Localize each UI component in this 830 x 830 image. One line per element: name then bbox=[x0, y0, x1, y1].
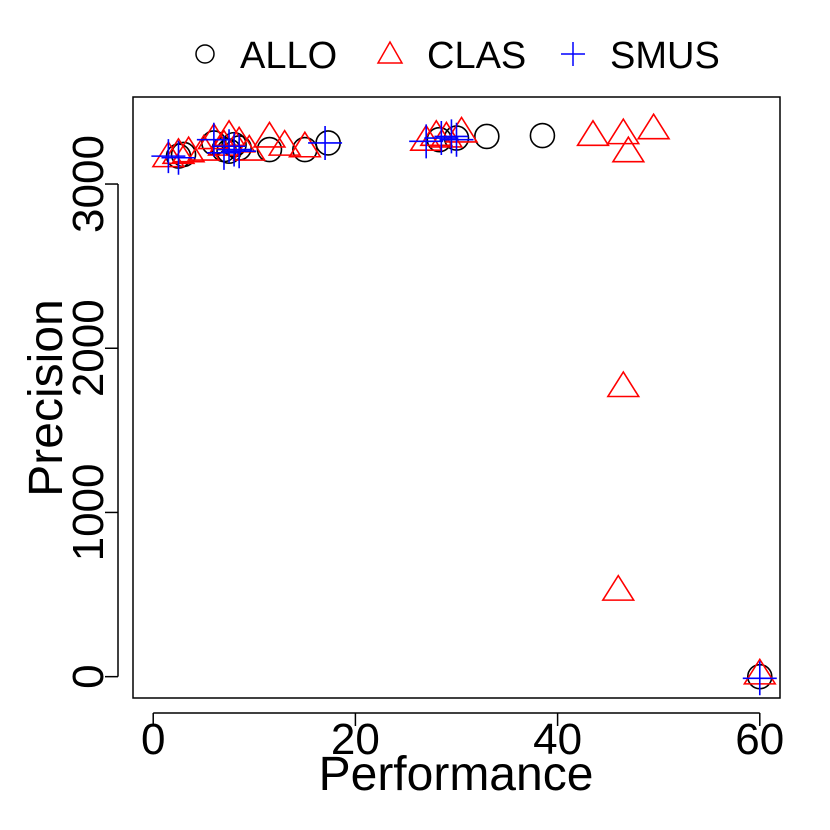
data-point-clas bbox=[171, 135, 206, 163]
data-point-smus bbox=[212, 129, 247, 164]
legend-label: SMUS bbox=[610, 35, 720, 77]
data-point-smus bbox=[151, 139, 186, 174]
x-tick-label: 60 bbox=[735, 715, 784, 764]
data-point-clas bbox=[267, 129, 302, 156]
data-point-clas bbox=[232, 134, 267, 161]
legend-label: ALLO bbox=[240, 35, 337, 77]
data-point-clas bbox=[606, 370, 641, 398]
legend-item-smus: SMUS bbox=[561, 35, 720, 77]
data-point-clas bbox=[576, 119, 610, 147]
data-point-smus bbox=[434, 119, 469, 154]
y-tick-label: 2000 bbox=[64, 299, 113, 397]
data-point-clas bbox=[429, 120, 464, 148]
y-axis-label: Precision bbox=[20, 299, 73, 496]
x-axis-label: Performance bbox=[319, 748, 594, 801]
legend-label: CLAS bbox=[427, 35, 526, 77]
legend-item-clas: CLAS bbox=[376, 35, 526, 77]
data-point-smus bbox=[308, 125, 343, 160]
data-point-clas bbox=[636, 112, 671, 140]
x-tick-label: 20 bbox=[331, 715, 380, 764]
y-tick-label: 3000 bbox=[64, 135, 113, 233]
series-smus bbox=[151, 119, 777, 696]
data-point-allo bbox=[529, 122, 556, 149]
x-tick-label: 0 bbox=[141, 715, 165, 764]
data-point-smus bbox=[222, 134, 257, 169]
data-point-clas bbox=[601, 574, 636, 601]
data-point-smus bbox=[409, 124, 444, 159]
data-point-clas bbox=[288, 130, 322, 158]
y-tick-label: 1000 bbox=[64, 464, 113, 562]
data-point-smus bbox=[439, 122, 474, 157]
data-point-clas bbox=[252, 120, 287, 148]
data-point-smus bbox=[196, 122, 231, 157]
y-axis: 0 1000 2000 3000 bbox=[64, 135, 119, 689]
x-axis: 0 20 40 60 bbox=[141, 712, 784, 764]
data-point-smus bbox=[217, 132, 252, 167]
data-point-clas bbox=[444, 115, 479, 143]
legend-item-allo: ALLO bbox=[195, 35, 337, 77]
data-point-smus bbox=[206, 135, 241, 170]
data-point-allo bbox=[292, 136, 318, 163]
data-point-clas bbox=[611, 135, 646, 163]
x-tick-label: 40 bbox=[533, 715, 582, 764]
data-point-clas bbox=[606, 117, 641, 145]
data-point-clas bbox=[419, 119, 454, 147]
y-tick-label: 0 bbox=[64, 664, 113, 688]
data-point-smus bbox=[742, 661, 777, 696]
plot-frame bbox=[132, 96, 781, 699]
data-point-allo bbox=[474, 123, 500, 150]
data-point-smus bbox=[424, 121, 459, 156]
legend: ALLO CLAS SMUS bbox=[195, 35, 720, 77]
series-clas bbox=[151, 112, 777, 685]
legend-circle-icon bbox=[195, 44, 215, 64]
legend-triangle-icon bbox=[376, 40, 404, 64]
data-point-smus bbox=[161, 140, 196, 175]
series-allo bbox=[165, 122, 773, 690]
data-points bbox=[151, 112, 777, 696]
legend-plus-icon bbox=[561, 42, 585, 66]
